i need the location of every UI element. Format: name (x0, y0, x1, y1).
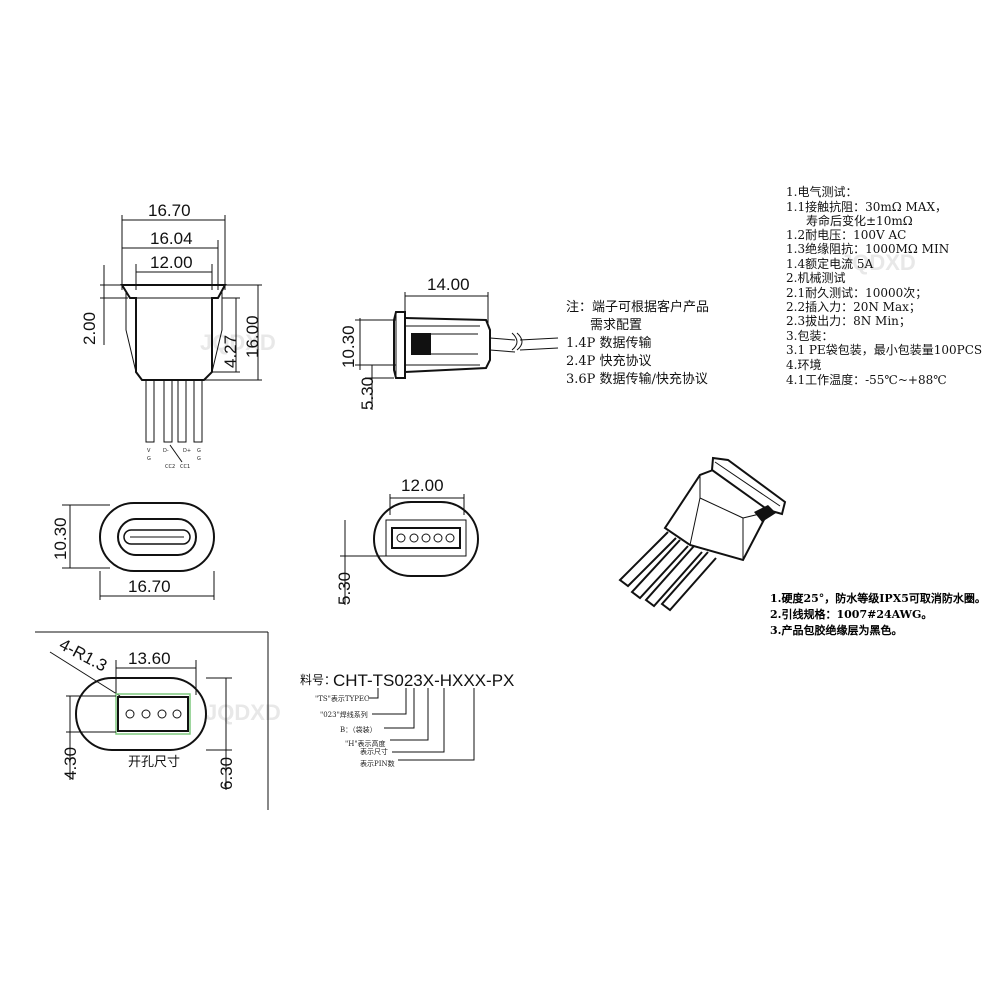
note-item: 2.4P 快充协议 (566, 353, 652, 369)
spec-line: 1.3绝缘阻抗：1000MΩ MIN (786, 241, 949, 256)
legend-line: B：（袋装） (340, 725, 377, 734)
feature-line: 2.引线规格：1007#24AWG。 (770, 607, 932, 621)
note-title: 注：端子可根据客户产品 (566, 299, 709, 315)
dim-width-1200: 12.00 (150, 253, 193, 272)
dim-height-200: 2.00 (80, 312, 99, 345)
feature-line: 1.硬度25°，防水等级IPX5可取消防水圈。 (770, 591, 986, 605)
dim-height-1600: 16.00 (243, 315, 262, 358)
spec-line: 2.机械测试 (786, 270, 845, 285)
dim-side-530: 5.30 (358, 377, 377, 410)
cutout-label: 开孔尺寸 (128, 755, 180, 770)
spec-line: 3.包装： (786, 329, 833, 343)
spec-line: 1.1接触抗阻：30mΩ MAX， (786, 199, 947, 214)
dim-height-427: 4.27 (221, 335, 240, 368)
rear-view: 12.00 5.30 (335, 476, 479, 605)
watermark: JQDXD (840, 250, 916, 275)
legend-line: "TS"表示TYPEC (315, 694, 369, 703)
pin-label: G (197, 456, 201, 462)
legend-line: 表示PIN数 (360, 759, 395, 768)
feature-line: 3.产品包胶绝缘层为黑色。 (770, 623, 902, 637)
spec-line: 1.2耐电压：100V AC (786, 228, 906, 242)
spec-line: 1.4额定电流 5A (786, 256, 874, 271)
isometric-view (618, 456, 787, 612)
dim-side-1400: 14.00 (427, 275, 470, 294)
dim-rear-1200: 12.00 (401, 476, 444, 495)
part-number-legend: 料号： CHT-TS023X-HXXX-PX "TS"表示TYPEC "023"… (300, 671, 514, 768)
dim-front-1670: 16.70 (128, 577, 171, 596)
panel-cutout-view: 13.60 4-R1.3 4.30 6.30 开孔尺寸 (35, 631, 269, 810)
spec-line: 2.2插入力：20N Max； (786, 300, 921, 314)
dim-side-1030: 10.30 (339, 325, 358, 368)
part-number-prefix: 料号： (300, 673, 336, 687)
pin-label: D- (163, 448, 169, 454)
note-item: 3.6P 数据传输/快充协议 (566, 371, 708, 387)
front-elevation-view: 16.70 16.04 12.00 V D- D+ G G CC2 CC1 G … (80, 201, 262, 470)
pin-label: CC1 (180, 464, 190, 470)
pin-label: D+ (183, 448, 191, 454)
watermark: JQDXD (205, 700, 281, 725)
dim-cut-630: 6.30 (217, 757, 236, 790)
pin-label: G (147, 456, 151, 462)
dim-width-1670: 16.70 (148, 201, 191, 220)
dim-cut-1360: 13.60 (128, 649, 171, 668)
spec-line: 3.1 PE袋包装，最小包装量100PCS (786, 343, 982, 357)
terminal-note: 注：端子可根据客户产品 需求配置 1.4P 数据传输 2.4P 快充协议 3.6… (566, 299, 709, 387)
pin-label: CC2 (165, 464, 175, 470)
pin-label: G (197, 448, 201, 454)
dim-rear-530: 5.30 (335, 572, 354, 605)
legend-line: 表示尺寸 (360, 747, 388, 756)
dim-cut-430: 4.30 (61, 747, 80, 780)
spec-line: 寿命后变化±10mΩ (806, 213, 913, 228)
dim-width-1604: 16.04 (150, 229, 193, 248)
part-number-code: CHT-TS023X-HXXX-PX (333, 671, 514, 690)
legend-line: "H"表示高度 (345, 739, 386, 748)
spec-line: 4.环境 (786, 357, 821, 372)
contact-block (411, 333, 431, 355)
note-title-2: 需求配置 (590, 318, 642, 333)
front-face-view: 10.30 16.70 (51, 502, 215, 600)
spec-line: 1.电气测试： (786, 184, 857, 199)
pin-label: V (147, 448, 151, 454)
feature-list: 1.硬度25°，防水等级IPX5可取消防水圈。 2.引线规格：1007#24AW… (770, 591, 986, 637)
spec-line: 2.1耐久测试：10000次； (786, 285, 927, 300)
dim-front-1030: 10.30 (51, 517, 70, 560)
spec-line: 2.3拔出力：8N Min； (786, 313, 911, 328)
legend-line: "023"焊线系列 (320, 710, 368, 719)
spec-line: 4.1工作温度：-55℃~+88℃ (786, 372, 947, 387)
note-item: 1.4P 数据传输 (566, 335, 652, 351)
spec-list: 1.电气测试： 1.1接触抗阻：30mΩ MAX， 寿命后变化±10mΩ 1.2… (786, 184, 982, 387)
dim-cut-radius: 4-R1.3 (56, 635, 110, 676)
side-elevation-view: 14.00 10.30 5.30 (339, 275, 559, 410)
